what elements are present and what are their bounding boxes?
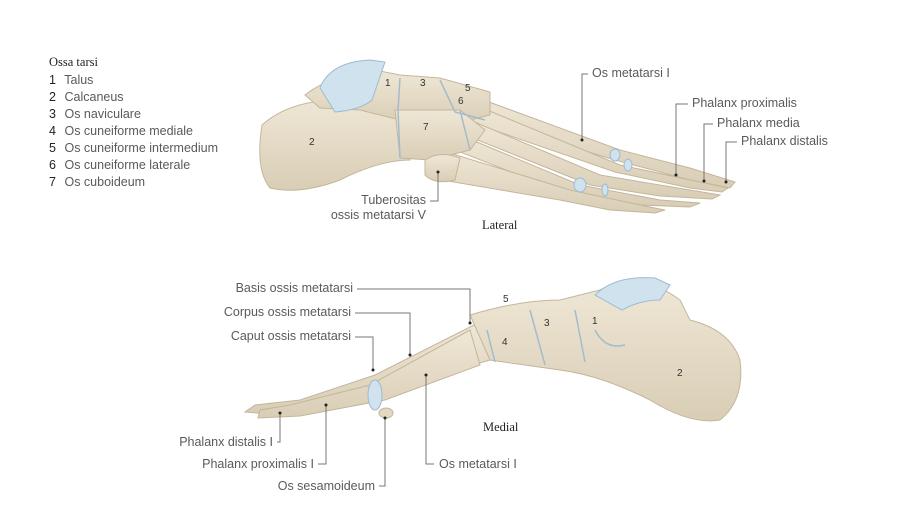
bone-number: 5 <box>465 83 471 94</box>
bone-number: 5 <box>503 294 509 305</box>
legend-num: 1 <box>49 73 56 87</box>
leader-lines <box>277 73 737 487</box>
label-phalanx-media: Phalanx media <box>717 116 800 130</box>
label-os-metatarsi-i-lateral: Os metatarsi I <box>592 66 670 80</box>
legend-item: 6 Os cuneiforme laterale <box>49 157 218 174</box>
label-basis-ossis-metatarsi: Basis ossis metatarsi <box>235 281 353 295</box>
bone-number: 2 <box>309 137 315 148</box>
legend-label: Os cuneiforme laterale <box>64 158 191 172</box>
bone-number: 4 <box>502 337 508 348</box>
medial-foot <box>243 277 742 422</box>
bone-number: 6 <box>458 96 464 107</box>
label-tuberositas-line2: ossis metatarsi V <box>330 208 426 222</box>
legend-label: Talus <box>64 73 94 87</box>
bone-number: 3 <box>420 78 426 89</box>
legend-item: 3 Os naviculare <box>49 106 218 123</box>
bone-number: 2 <box>677 368 683 379</box>
label-phalanx-proximalis-i: Phalanx proximalis I <box>202 457 314 471</box>
leader-dots <box>278 138 728 420</box>
label-tuberositas: Tuberositas ossis metatarsi V <box>331 193 426 223</box>
legend-num: 4 <box>49 124 56 138</box>
label-phalanx-distalis: Phalanx distalis <box>741 134 828 148</box>
caption-medial: Medial <box>483 420 519 434</box>
legend-item: 2 Calcaneus <box>49 89 218 106</box>
label-phalanx-proximalis: Phalanx proximalis <box>692 96 797 110</box>
legend-num: 7 <box>49 175 56 189</box>
label-tuberositas-line1: Tuberositas <box>361 193 426 207</box>
legend-label: Os cuboideum <box>64 175 146 189</box>
legend-num: 3 <box>49 107 56 121</box>
lateral-foot <box>259 59 736 214</box>
legend-label: Os cuneiforme mediale <box>64 124 194 138</box>
label-os-metatarsi-i-medial: Os metatarsi I <box>439 457 517 471</box>
legend-item: 4 Os cuneiforme mediale <box>49 123 218 140</box>
legend-label: Calcaneus <box>64 90 124 104</box>
legend-title: Ossa tarsi <box>49 55 98 69</box>
legend-item: 7 Os cuboideum <box>49 174 218 191</box>
label-phalanx-distalis-i: Phalanx distalis I <box>179 435 273 449</box>
bone-number: 7 <box>423 122 429 133</box>
legend-item: 5 Os cuneiforme intermedium <box>49 140 218 157</box>
bone-number: 3 <box>544 318 550 329</box>
legend: Ossa tarsi 1 Talus 2 Calcaneus 3 Os navi… <box>49 55 218 191</box>
legend-num: 5 <box>49 141 56 155</box>
legend-item: 1 Talus <box>49 72 218 89</box>
bone-number: 1 <box>592 316 598 327</box>
legend-label: Os naviculare <box>64 107 141 121</box>
label-caput-ossis-metatarsi: Caput ossis metatarsi <box>230 329 351 343</box>
legend-label: Os cuneiforme intermedium <box>64 141 219 155</box>
caption-lateral: Lateral <box>482 218 518 232</box>
label-os-sesamoideum: Os sesamoideum <box>277 479 375 493</box>
legend-num: 2 <box>49 90 56 104</box>
label-corpus-ossis-metatarsi: Corpus ossis metatarsi <box>223 305 351 319</box>
bone-number: 1 <box>385 78 391 89</box>
legend-num: 6 <box>49 158 56 172</box>
